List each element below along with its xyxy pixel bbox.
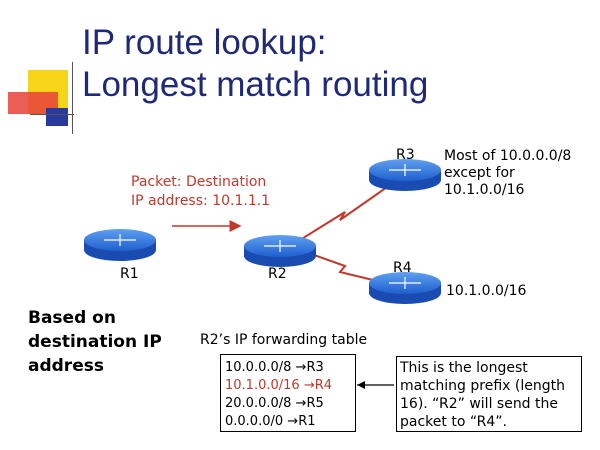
table-row: 20.0.0.0/8 →R5 bbox=[225, 395, 355, 413]
row-prefix: 10.1.0.0/16 bbox=[225, 378, 300, 393]
packet-line-1: Packet: Destination bbox=[131, 174, 267, 190]
r3-note-line-3: 10.1.0.0/16 bbox=[444, 182, 525, 198]
row-prefix: 10.0.0.0/8 bbox=[225, 360, 292, 375]
table-row: 0.0.0.0/0 →R1 bbox=[225, 413, 355, 431]
row-prefix: 0.0.0.0/0 bbox=[225, 414, 284, 429]
r3-note: Most of 10.0.0.0/8 except for 10.1.0.0/1… bbox=[444, 148, 571, 199]
callout-line-3: 16). “R2” will send the bbox=[400, 396, 558, 412]
router-r1-icon bbox=[84, 229, 156, 261]
slide-title: IP route lookup: Longest match routing bbox=[82, 22, 428, 106]
arrow-icon: → bbox=[295, 396, 307, 411]
row-next-hop: R4 bbox=[314, 378, 333, 393]
r3-note-line-1: Most of 10.0.0.0/8 bbox=[444, 148, 572, 164]
based-on-line-3: address bbox=[28, 356, 104, 376]
forwarding-table-caption: R2’s IP forwarding table bbox=[200, 332, 368, 348]
router-r3-icon bbox=[369, 159, 441, 191]
deco-horizontal-line bbox=[30, 114, 74, 115]
table-row: 10.0.0.0/8 →R3 bbox=[225, 359, 355, 377]
r3-note-line-2: except for bbox=[444, 165, 515, 181]
deco-vertical-line bbox=[72, 62, 73, 134]
callout-line-4: packet to “R4”. bbox=[400, 414, 507, 430]
router-r4-label: R4 bbox=[393, 260, 412, 276]
callout-line-2: matching prefix (length bbox=[400, 378, 565, 394]
based-on-line-2: destination IP bbox=[28, 332, 162, 352]
row-prefix: 20.0.0.0/8 bbox=[225, 396, 292, 411]
arrow-icon: → bbox=[287, 414, 299, 429]
link-r2-r3 bbox=[299, 177, 401, 241]
row-next-hop: R5 bbox=[306, 396, 324, 411]
based-on-line-1: Based on bbox=[28, 308, 116, 328]
deco-blue-square bbox=[46, 108, 68, 126]
router-r3-label: R3 bbox=[396, 147, 415, 163]
arrow-icon: → bbox=[295, 360, 307, 375]
table-row-highlighted: 10.1.0.0/16 →R4 bbox=[225, 377, 355, 395]
r4-note: 10.1.0.0/16 bbox=[446, 283, 527, 299]
slide-title-line-2: Longest match routing bbox=[82, 65, 429, 104]
table-arrowhead bbox=[357, 381, 365, 389]
router-r2-icon bbox=[244, 235, 316, 267]
arrow-icon: → bbox=[303, 378, 315, 393]
packet-destination-label: Packet: Destination IP address: 10.1.1.1 bbox=[131, 173, 270, 211]
row-next-hop: R3 bbox=[306, 360, 324, 375]
callout-line-1: This is the longest bbox=[400, 360, 528, 376]
longest-match-callout: This is the longest matching prefix (len… bbox=[396, 356, 582, 432]
based-on-text: Based on destination IP address bbox=[28, 306, 162, 378]
slide-title-line-1: IP route lookup: bbox=[82, 23, 327, 62]
router-r2-label: R2 bbox=[268, 266, 287, 282]
row-next-hop: R1 bbox=[298, 414, 316, 429]
packet-line-2: IP address: 10.1.1.1 bbox=[131, 193, 271, 209]
router-r4-icon bbox=[369, 272, 441, 304]
deco-red-square bbox=[8, 92, 58, 114]
router-r1-label: R1 bbox=[120, 266, 139, 282]
forwarding-table: 10.0.0.0/8 →R3 10.1.0.0/16 →R4 20.0.0.0/… bbox=[220, 354, 356, 432]
